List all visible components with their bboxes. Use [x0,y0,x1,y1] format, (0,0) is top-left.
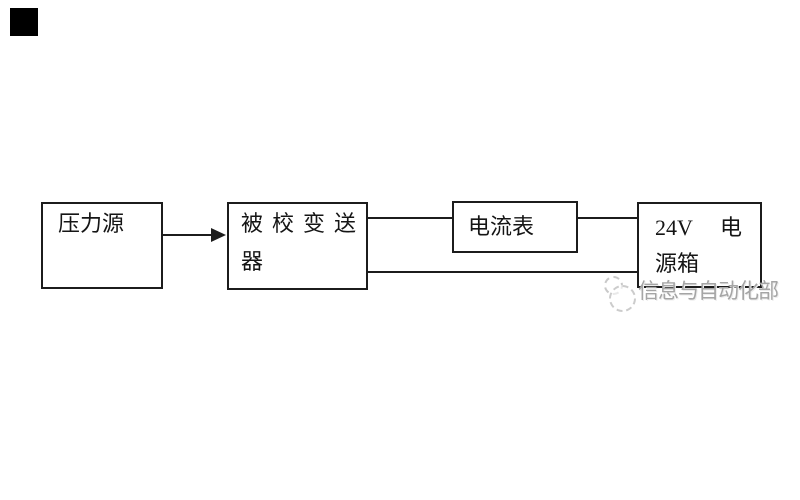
connector-transmitter-to-ammeter [368,217,454,219]
connector-ammeter-to-powerbox [576,217,638,219]
corner-mark [10,8,38,36]
node-power-box-label-line2: 源箱 [655,251,700,276]
node-transmitter-label-line1: 被校变送 [241,211,366,236]
node-pressure-source-label: 压力源 [58,211,125,236]
node-transmitter-label-line2: 器 [241,249,264,274]
node-transmitter: 被校变送 器 [227,202,368,290]
node-ammeter-label: 电流表 [468,214,535,239]
arrowhead-icon [211,228,226,242]
node-power-box: 24V 电 源箱 [637,202,762,288]
connector-pressure-to-transmitter [163,234,213,236]
watermark-text: 信息与自动化部 [638,279,779,303]
node-pressure-source: 压力源 [41,202,163,289]
connector-transmitter-to-powerbox [368,271,638,273]
node-power-box-label-line1: 24V 电 [655,215,742,240]
watermark-logo-icon [609,285,636,312]
node-ammeter: 电流表 [452,201,578,253]
